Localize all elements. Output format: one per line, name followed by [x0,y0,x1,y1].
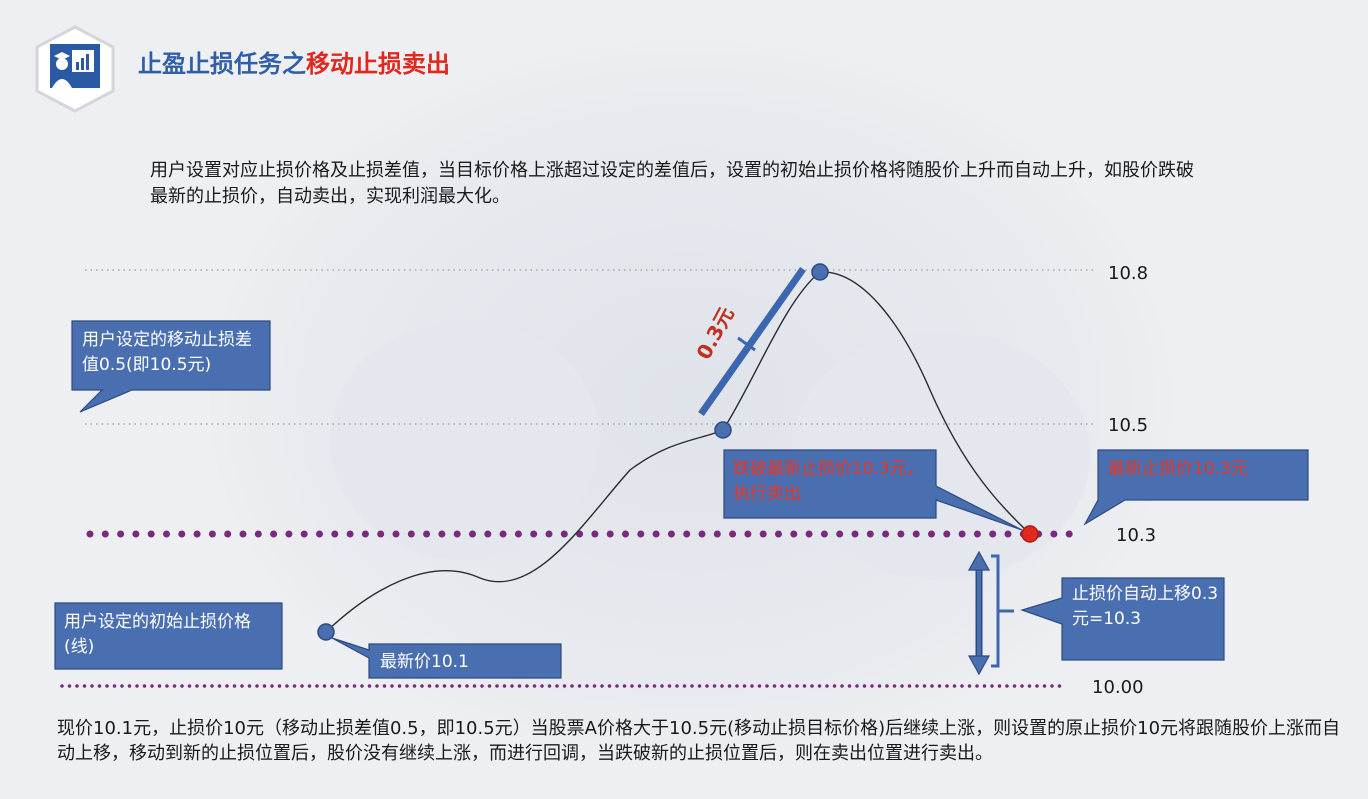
title-part2: 移动止损卖出 [306,50,450,78]
level-label-10-0: 10.00 [1092,677,1144,698]
level-label-10-5: 10.5 [1108,415,1149,436]
double-arrow-icon [967,550,991,676]
bracket [991,554,1014,668]
callout-trail-diff [71,320,271,413]
callout-break-text: 跌破最新止损价10.3元，执行卖出 [733,459,924,504]
callout-latest-price-text: 最新价10.1 [380,652,469,672]
intro-text: 用户设置对应止损价格及止损差值，当目标价格上涨超过设定的差值后，设置的初始止损价… [150,160,1194,207]
rise-bar-tick [737,336,756,352]
level-label-10-8: 10.8 [1108,263,1149,284]
callout-auto-rise-text: 止损价自动上移0.3元=10.3 [1072,584,1219,629]
point-10-5 [714,421,732,439]
rise-bar [698,266,806,417]
callout-auto-rise [1020,577,1225,661]
footer-text: 现价10.1元，止损价10元（移动止损差值0.5，即10.5元）当股票A价格大于… [57,718,1341,764]
point-10-8 [811,263,829,281]
level-label-10-3: 10.3 [1116,525,1157,546]
point-sell [1021,525,1039,543]
callout-trail-diff-text: 用户设定的移动止损差值0.5(即10.5元) [82,330,252,375]
teacher-board-icon [35,25,115,113]
callout-new-stop [1083,449,1309,526]
callout-break [723,449,1023,531]
callout-new-stop-text: 最新止损价10.3元 [1108,459,1248,479]
callout-initial-stop-text: 用户设定的初始止损价格(线) [64,612,251,657]
page-title: 止盈止损任务之移动止损卖出 [138,44,450,79]
callout-initial-stop [54,602,283,670]
title-part1: 止盈止损任务之 [138,50,306,78]
background-decoration [330,320,600,560]
callout-latest-price [331,637,562,679]
point-latest-price [317,623,335,641]
